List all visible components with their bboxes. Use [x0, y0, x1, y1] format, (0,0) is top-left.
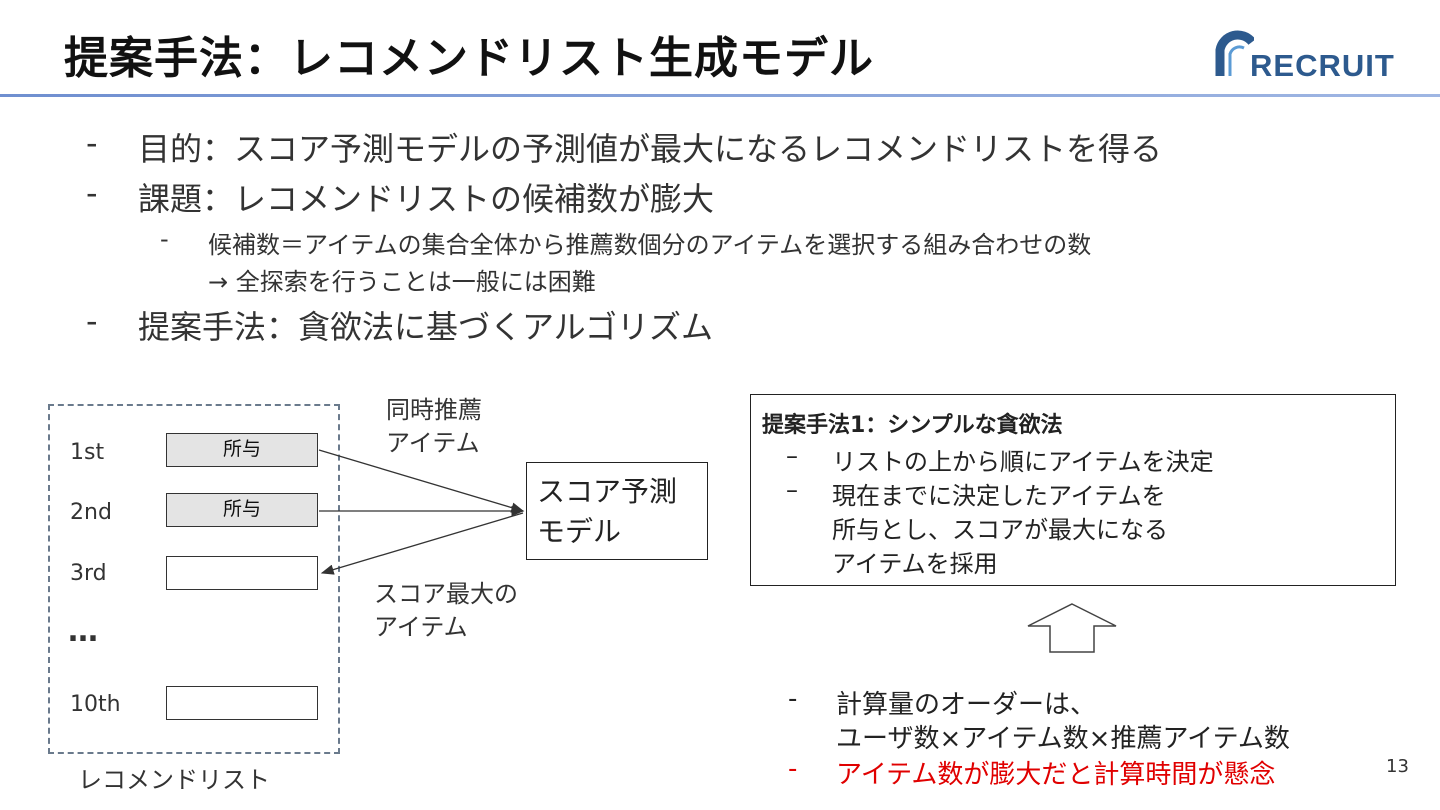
rank-label: 2nd — [70, 500, 112, 525]
list-slot-given: 所与 — [166, 493, 318, 527]
max-item-label-line1: スコア最大の — [374, 580, 518, 608]
method-item-text: 所与とし、スコアが最大になる — [832, 516, 1168, 544]
sub-bullet-line1: 候補数＝アイテムの集合全体から推薦数個分のアイテムを選択する組み合わせの数 — [208, 231, 1092, 259]
recruit-logo-mark-icon — [1215, 30, 1254, 76]
recruit-logo: RECRUIT — [1214, 24, 1414, 83]
bullet-text: 課題：レコメンドリストの候補数が膨大 — [138, 180, 715, 218]
page-number: 13 — [1386, 756, 1409, 777]
note-order: ユーザ数×アイテム数×推薦アイテム数 — [836, 724, 1290, 754]
score-model-box: スコア予測 モデル — [526, 462, 708, 560]
method-item-dash: – — [786, 476, 798, 504]
list-slot-empty — [166, 556, 318, 590]
list-caption: レコメンドリスト — [78, 766, 270, 794]
method-item-text: 現在までに決定したアイテムを — [832, 482, 1166, 510]
sub-bullet-line2: → 全探索を行うことは一般には困難 — [208, 268, 596, 296]
slide-title: 提案手法：レコメンドリスト生成モデル — [64, 33, 874, 84]
method-item-dash: – — [786, 442, 798, 470]
note-warning: アイテム数が膨大だと計算時間が懸念 — [836, 760, 1276, 790]
list-slot-given: 所与 — [166, 433, 318, 467]
bullet-text: 目的：スコア予測モデルの予測値が最大になるレコメンドリストを得る — [138, 130, 1163, 168]
note-dash: - — [788, 684, 798, 714]
model-label-line2: モデル — [537, 515, 622, 548]
bullet-dash: - — [86, 302, 98, 340]
sub-bullet-dash: - — [160, 225, 169, 253]
method-heading: 提案手法1：シンプルな貪欲法 — [762, 413, 1063, 438]
note-complexity: 計算量のオーダーは、 — [836, 690, 1097, 720]
method-box: 提案手法1：シンプルな貪欲法 — [750, 394, 1396, 586]
list-slot-empty — [166, 686, 318, 720]
recommend-list-box — [48, 404, 340, 754]
arrow-slot1-to-model — [318, 449, 525, 513]
method-item-text: リストの上から順にアイテムを決定 — [832, 448, 1214, 476]
bullet-dash: - — [86, 124, 98, 162]
note-warning-dash: - — [788, 754, 798, 784]
rank-label: 3rd — [70, 561, 107, 586]
rank-label: 10th — [70, 692, 121, 717]
arrow-model-to-slot3 — [320, 512, 524, 575]
up-arrow-icon — [1027, 603, 1117, 653]
model-label-line1: スコア予測 — [537, 475, 678, 508]
title-divider — [0, 94, 1440, 97]
rank-label: 1st — [70, 440, 105, 465]
max-item-label-line2: アイテム — [374, 613, 468, 641]
rank-ellipsis: … — [68, 614, 99, 649]
bullet-text: 提案手法：貪欲法に基づくアルゴリズム — [138, 308, 714, 346]
co-items-label-line1: 同時推薦 — [386, 396, 482, 424]
bullet-dash: - — [86, 174, 98, 212]
co-items-label-line2: アイテム — [386, 429, 480, 457]
logo-text: RECRUIT — [1250, 48, 1395, 83]
method-item-text: アイテムを採用 — [832, 550, 998, 578]
